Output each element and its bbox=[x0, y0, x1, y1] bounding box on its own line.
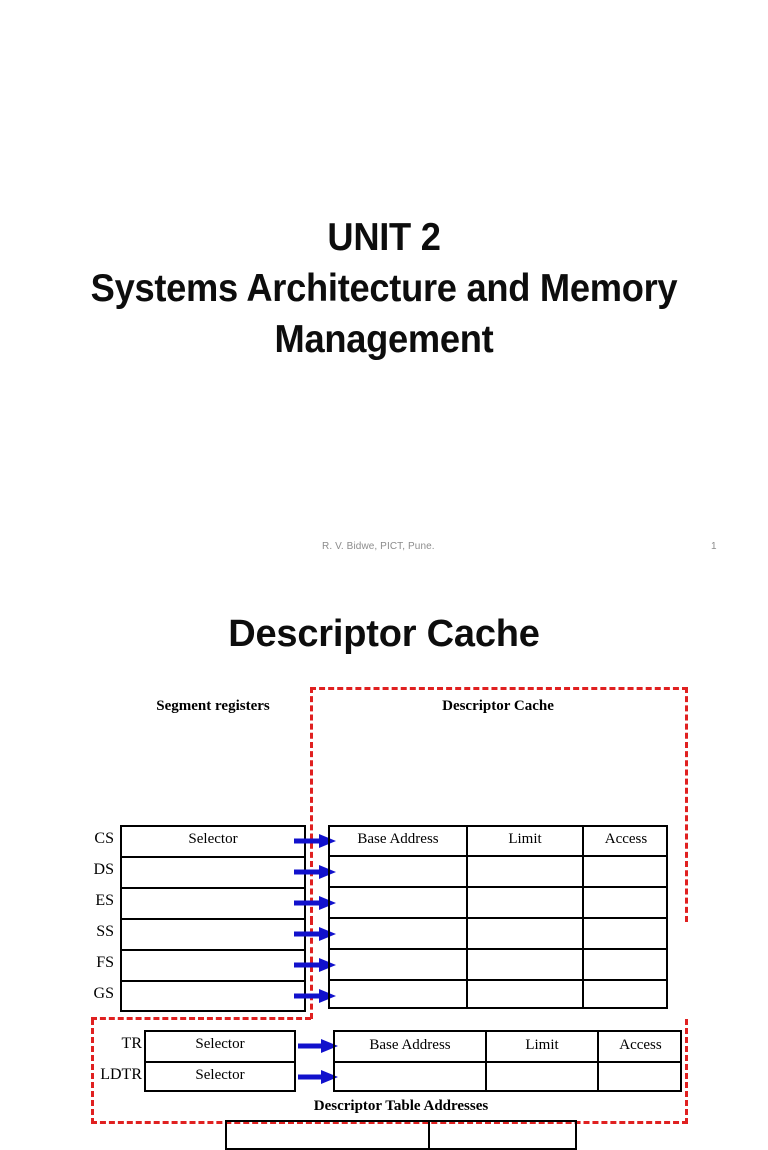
segment-row-divider-3 bbox=[120, 918, 306, 920]
caption-descriptor-cache: Descriptor Cache bbox=[442, 698, 554, 714]
system-register-label-ldtr: LDTR bbox=[100, 1066, 142, 1083]
system-descriptor-header-base-address: Base Address bbox=[369, 1037, 451, 1053]
segment-register-label-cs: CS bbox=[94, 830, 114, 847]
arrow-icon-ss bbox=[294, 927, 336, 941]
arrow-icon-fs bbox=[294, 958, 336, 972]
descriptor-header-base-address: Base Address bbox=[357, 831, 439, 847]
system-descriptor-dashed-region-top bbox=[91, 1017, 311, 1020]
title-line-2: Systems Architecture and Memory bbox=[90, 267, 678, 310]
segment-row-divider-5 bbox=[120, 980, 306, 982]
descriptor-header-limit: Limit bbox=[508, 831, 542, 847]
title-block: UNIT 2 Systems Architecture and Memory M… bbox=[48, 212, 720, 365]
arrow-icon-ldtr bbox=[298, 1070, 338, 1084]
descriptor-cache-dashed-region bbox=[310, 687, 688, 922]
arrow-icon-ds bbox=[294, 865, 336, 879]
descriptor-cache-dashed-region-left-extension bbox=[310, 919, 313, 1019]
title-line-3: Management bbox=[274, 318, 494, 361]
descriptor-row-divider-3 bbox=[328, 917, 668, 919]
footer-attribution: R. V. Bidwe, PICT, Pune. bbox=[322, 541, 435, 552]
descriptor-row-divider-5 bbox=[328, 979, 668, 981]
descriptor-row-divider-4 bbox=[328, 948, 668, 950]
descriptor-cache-diagram: Segment registers Descriptor Cache CS DS… bbox=[0, 676, 768, 1150]
segment-register-label-gs: GS bbox=[93, 985, 114, 1002]
system-descriptor-header-access: Access bbox=[619, 1037, 662, 1053]
system-register-value-tr: Selector bbox=[195, 1036, 245, 1052]
descriptor-col-divider-1 bbox=[466, 825, 468, 1009]
caption-descriptor-table-addresses: Descriptor Table Addresses bbox=[313, 1098, 489, 1114]
arrow-icon-tr bbox=[298, 1039, 338, 1053]
footer-page-number: 1 bbox=[711, 541, 717, 552]
descriptor-row-divider-2 bbox=[328, 886, 668, 888]
system-register-value-ldtr: Selector bbox=[195, 1067, 245, 1083]
descriptor-row-divider-1 bbox=[328, 855, 668, 857]
segment-register-label-es: ES bbox=[95, 892, 114, 909]
descriptor-table-addresses-table bbox=[225, 1120, 577, 1150]
slide-title: Descriptor Cache bbox=[228, 613, 540, 655]
segment-row-divider-4 bbox=[120, 949, 306, 951]
descriptor-col-divider-2 bbox=[582, 825, 584, 1009]
title-line-1: UNIT 2 bbox=[327, 216, 441, 259]
segment-register-label-ss: SS bbox=[96, 923, 114, 940]
segment-row-divider-2 bbox=[120, 887, 306, 889]
system-descriptor-row-divider-1 bbox=[333, 1061, 682, 1063]
title-slide: UNIT 2 Systems Architecture and Memory M… bbox=[48, 212, 720, 552]
descriptor-cache-slide: Descriptor Cache Segment registers Descr… bbox=[0, 576, 768, 1150]
arrow-icon-cs bbox=[294, 834, 336, 848]
arrow-icon-es bbox=[294, 896, 336, 910]
system-row-divider-1 bbox=[144, 1061, 296, 1063]
descriptor-table-addresses-col-divider bbox=[428, 1120, 430, 1150]
segment-row-divider-1 bbox=[120, 856, 306, 858]
segment-register-label-fs: FS bbox=[96, 954, 114, 971]
segment-register-label-ds: DS bbox=[93, 861, 114, 878]
segment-register-value-cs: Selector bbox=[188, 831, 238, 847]
descriptor-header-access: Access bbox=[604, 831, 648, 847]
arrow-icon-gs bbox=[294, 989, 336, 1003]
system-register-label-tr: TR bbox=[121, 1035, 142, 1052]
system-descriptor-header-limit: Limit bbox=[525, 1037, 559, 1053]
caption-segment-registers: Segment registers bbox=[156, 698, 270, 714]
